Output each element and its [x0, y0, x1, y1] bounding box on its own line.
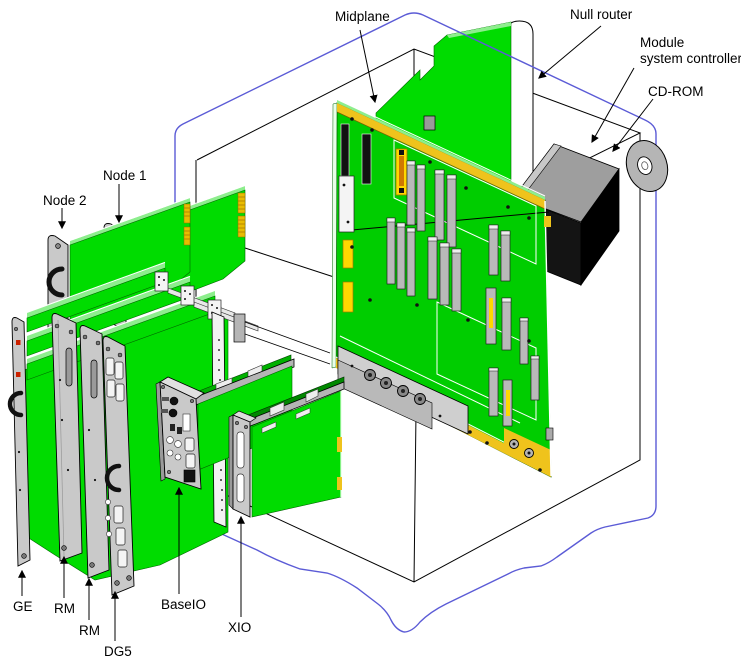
- callouts: Midplane Null router Module system contr…: [13, 7, 741, 659]
- edge-pad: [337, 477, 342, 490]
- edge-connector-fingers: [183, 203, 191, 246]
- chassis-frame: [195, 48, 642, 583]
- msc-label-line2: system controller: [640, 51, 741, 66]
- dg5-label: DG5: [104, 644, 132, 659]
- midplane-connectors: [342, 160, 540, 427]
- msc-arrow: [591, 67, 635, 144]
- midplane-label: Midplane: [335, 9, 390, 24]
- midplane-board: [331, 98, 554, 478]
- node2-handle: [46, 266, 65, 298]
- node2-label: Node 2: [43, 193, 87, 208]
- xio-label: XIO: [228, 620, 251, 635]
- ge-handle: [7, 390, 24, 418]
- cdrom-arrow: [612, 98, 654, 152]
- board-clip: [423, 115, 436, 131]
- rm-lower-label: RM: [79, 623, 100, 638]
- baseio-label: BaseIO: [161, 597, 206, 612]
- null-router-arrow: [538, 25, 602, 79]
- rm-panel-upper: [51, 313, 83, 562]
- node1-label: Node 1: [103, 168, 147, 183]
- white-connector: [338, 175, 355, 233]
- edge-pad: [337, 437, 342, 452]
- slot-connector: [361, 133, 372, 185]
- rm-upper-label: RM: [54, 601, 75, 616]
- midplane-io-bracket: [337, 345, 469, 435]
- baseio-connectors: [160, 384, 196, 483]
- dg5-panel: [102, 336, 135, 596]
- xio-board: [228, 376, 345, 518]
- rm-panel-lower: [79, 325, 110, 579]
- ge-panel: [7, 317, 31, 567]
- dg5-handle: [104, 463, 122, 493]
- msc-label-line1: Module: [640, 35, 684, 50]
- null-router-label: Null router: [570, 7, 633, 22]
- lower-board-stack: [7, 261, 331, 596]
- ge-label: GE: [13, 599, 33, 614]
- edge-connector-fingers: [237, 192, 246, 238]
- mounting-holes: [350, 117, 542, 472]
- yellow-connector: [395, 148, 408, 196]
- chassis-outline: [174, 12, 657, 633]
- cdrom-label: CD-ROM: [648, 84, 704, 99]
- midplane-arrow: [359, 29, 378, 104]
- cd-disc: [625, 140, 669, 192]
- edge-bump: [545, 427, 554, 441]
- edge-tab: [544, 216, 551, 227]
- slot-connector: [340, 123, 350, 177]
